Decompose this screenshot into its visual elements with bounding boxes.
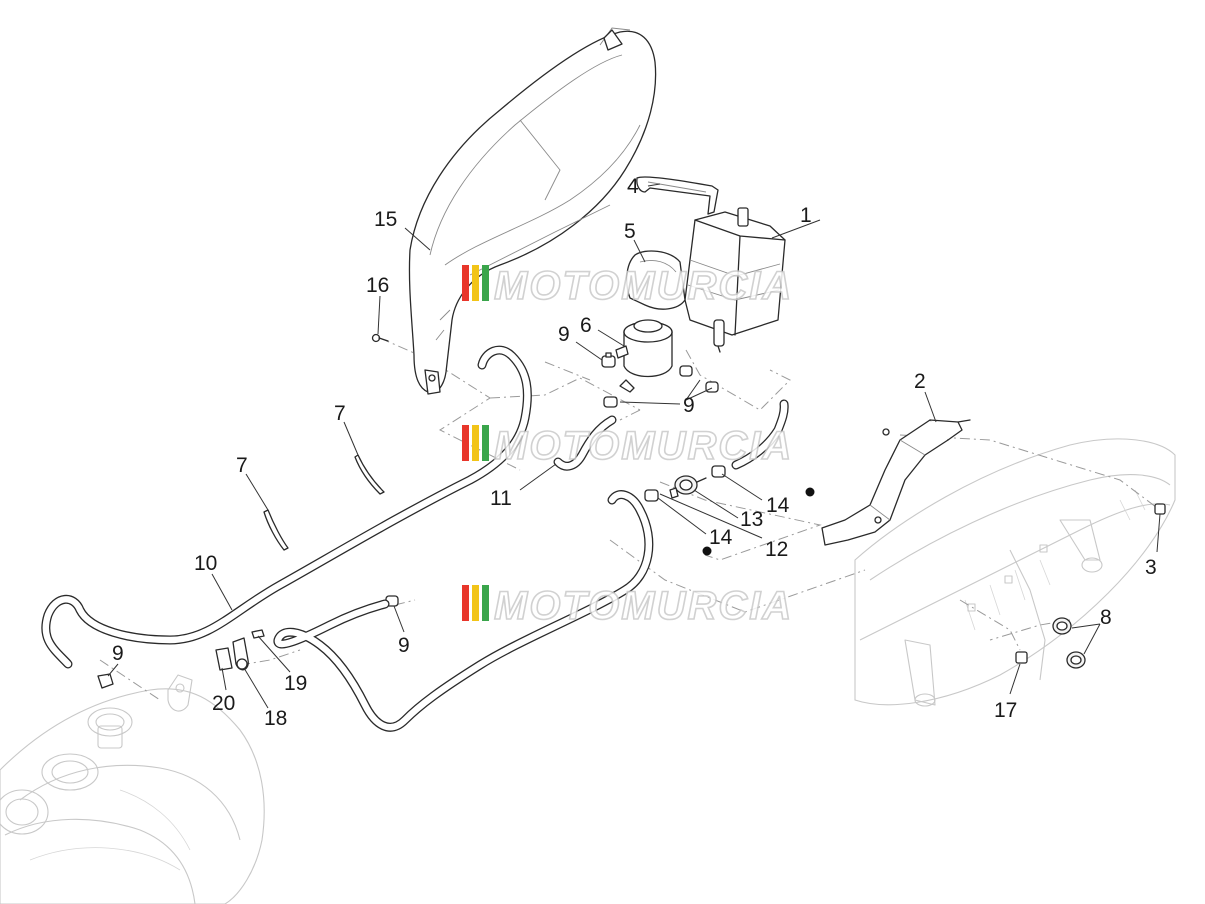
callout-13: 13	[740, 508, 763, 531]
clamp-9-mid	[603, 396, 618, 408]
watermark-stripe-green	[482, 425, 489, 461]
callout-10: 10	[194, 552, 217, 575]
hose-lower-loop	[273, 490, 654, 732]
callout-12: 12	[765, 538, 788, 561]
hose-12	[731, 399, 789, 470]
watermark-text: MOTOMURCIA	[494, 264, 793, 308]
part-valve	[615, 319, 673, 393]
callout-17: 17	[994, 699, 1017, 722]
callout-7b: 7	[334, 402, 346, 425]
screw-19	[251, 629, 265, 639]
reference-dots	[702, 487, 815, 556]
nut-3	[1154, 503, 1166, 515]
watermark-stripe-yellow	[472, 425, 479, 461]
ghost-rear-body	[854, 438, 1176, 707]
part-inline-valve	[669, 475, 707, 499]
watermark-1: MOTOMURCIA	[462, 263, 793, 309]
callout-labels: 1 2 3 4 5 6 7 7 8 9 9 9 9 10 11 12 13 14…	[112, 175, 1157, 730]
clamp-9-left	[97, 673, 114, 689]
grommet-8-bottom	[1066, 651, 1086, 669]
watermark-stripe-green	[482, 265, 489, 301]
watermark-text: MOTOMURCIA	[494, 584, 793, 628]
clamp-top-a	[679, 365, 693, 377]
part-canister-cover	[626, 250, 686, 310]
watermark-3: MOTOMURCIA	[462, 583, 793, 629]
callout-18: 18	[264, 707, 287, 730]
callout-15: 15	[374, 208, 397, 231]
clamp-14-left	[644, 489, 659, 502]
callout-6: 6	[580, 314, 592, 337]
callout-14a: 14	[766, 494, 790, 517]
hose-10	[41, 345, 532, 669]
watermark-stripe-red	[462, 425, 469, 461]
grommet-8-top	[1052, 617, 1072, 635]
watermark-2: MOTOMURCIA	[462, 423, 793, 469]
part-splash-guard	[408, 27, 657, 395]
callout-2: 2	[914, 370, 926, 393]
callout-11: 11	[490, 487, 512, 510]
callout-1: 1	[800, 204, 812, 227]
callout-19: 19	[284, 672, 307, 695]
part-clips-7	[263, 454, 385, 551]
callout-9d: 9	[398, 634, 410, 657]
part-bracket	[821, 419, 971, 546]
watermark-stripe-red	[462, 265, 469, 301]
callout-5: 5	[624, 220, 636, 243]
part-screw-16	[371, 333, 389, 343]
callout-16: 16	[366, 274, 389, 297]
callout-9a: 9	[558, 323, 570, 346]
callout-7a: 7	[236, 454, 248, 477]
callout-20: 20	[212, 692, 235, 715]
clip-17	[1015, 651, 1028, 664]
watermark-stripe-red	[462, 585, 469, 621]
part-canister	[684, 207, 786, 353]
clamp-top-b	[705, 381, 719, 393]
watermark-stripe-yellow	[472, 585, 479, 621]
callout-9b: 9	[683, 394, 695, 417]
watermark-text: MOTOMURCIA	[494, 424, 793, 468]
callout-9c: 9	[112, 642, 124, 665]
watermark-stripe-green	[482, 585, 489, 621]
part-strap	[636, 176, 719, 215]
callout-4: 4	[627, 175, 639, 198]
ghost-fuel-tank	[0, 674, 265, 904]
clamp-9-top	[601, 352, 616, 368]
callout-8: 8	[1100, 606, 1112, 629]
leader-lines	[107, 183, 1161, 709]
watermark-stripe-yellow	[472, 265, 479, 301]
callout-14b: 14	[709, 526, 733, 549]
clamp-14-right	[711, 465, 726, 478]
hose-11	[553, 415, 617, 471]
clip-20	[215, 647, 233, 671]
callout-3: 3	[1145, 556, 1157, 579]
part-hardware-18-20	[215, 629, 265, 671]
